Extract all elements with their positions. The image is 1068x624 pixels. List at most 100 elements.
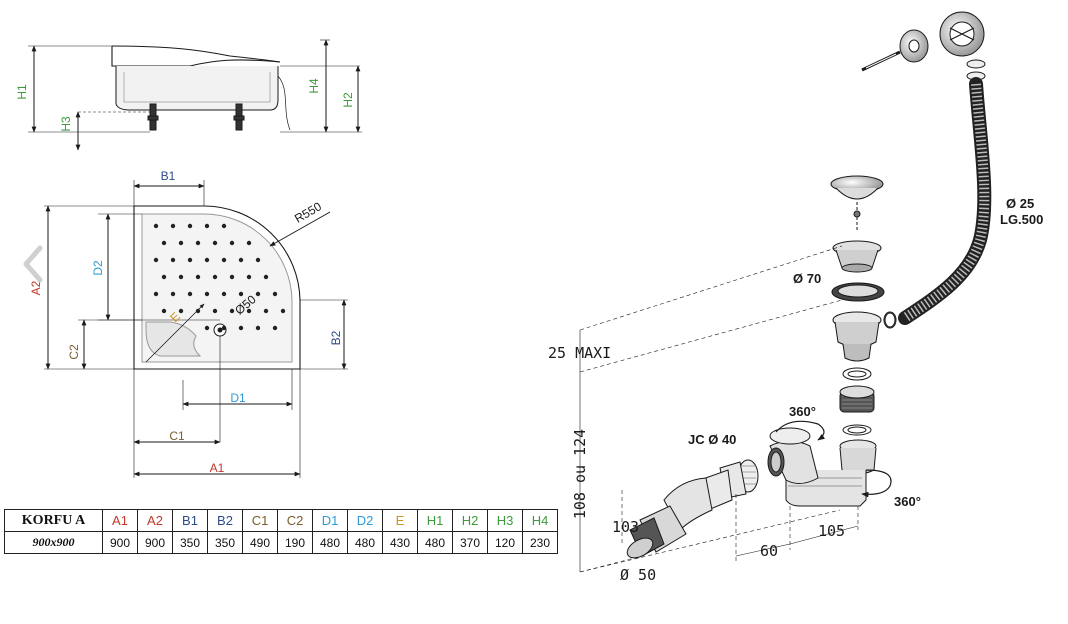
anti-slip-dot [246,308,252,314]
label-rotation-top: 360° [789,404,816,419]
label-c2: C2 [67,344,81,360]
tray-plan-view [44,180,348,478]
table-header-cell: E [382,509,418,532]
model-name: KORFU A [4,509,103,532]
table-header-cell: D2 [347,509,383,532]
table-value-cell: 370 [452,531,488,554]
tray-side-elevation [28,39,362,151]
label-c1: C1 [169,429,185,443]
label-h4: H4 [307,78,321,94]
table-value-cell: 350 [207,531,243,554]
table-header-cell: H3 [487,509,523,532]
anti-slip-dot [255,325,261,331]
table-value-cell: 900 [137,531,173,554]
anti-slip-dot [178,308,184,314]
anti-slip-dot [263,274,269,280]
label-h1: H1 [15,84,29,100]
label-max-thickness: 25 MAXI [548,344,611,362]
table-value-cell: 350 [172,531,208,554]
anti-slip-dot [204,223,210,229]
table-header-cell: H2 [452,509,488,532]
waste-kit-drawing [579,11,992,573]
previous-image-arrow-icon[interactable] [18,244,48,284]
anti-slip-dot [195,308,201,314]
table-header-cell: H1 [417,509,453,532]
label-a1: A1 [210,461,225,475]
label-strainer-diameter: Ø 70 [793,271,821,286]
anti-slip-dot [221,291,227,297]
anti-slip-dot [263,308,269,314]
label-h3: H3 [59,116,73,132]
tray-anti-slip-dots [153,223,286,331]
label-a2: A2 [29,280,43,295]
anti-slip-dot [187,223,193,229]
anti-slip-dot [170,223,176,229]
label-outlet-height: 103 [612,518,639,536]
anti-slip-dot [280,308,286,314]
anti-slip-dot [221,325,227,331]
anti-slip-dot [229,308,235,314]
label-radius: R550 [292,199,324,226]
table-value-cell: 480 [417,531,453,554]
label-height: 108 ou 124 [571,429,589,519]
anti-slip-dot [221,257,227,263]
anti-slip-dot [161,274,167,280]
anti-slip-dot [246,274,252,280]
anti-slip-dot [153,223,159,229]
anti-slip-dot [153,257,159,263]
anti-slip-dot [170,257,176,263]
table-header-cell: A2 [137,509,173,532]
table-value-cell: 230 [522,531,558,554]
anti-slip-dot [212,308,218,314]
anti-slip-dot [229,240,235,246]
anti-slip-dot [204,291,210,297]
label-h2: H2 [341,92,355,108]
anti-slip-dot [178,274,184,280]
label-d1: D1 [230,391,246,405]
table-value-cell: 900 [102,531,138,554]
table-value-cell: 490 [242,531,278,554]
table-header-cell: D1 [312,509,348,532]
anti-slip-dot [178,240,184,246]
table-header-cell: H4 [522,509,558,532]
anti-slip-dot [195,274,201,280]
anti-slip-dot [238,257,244,263]
table-value-cell: 480 [347,531,383,554]
table-header-cell: C2 [277,509,313,532]
label-hose-diameter: Ø 25 [1006,196,1034,211]
anti-slip-dot [153,291,159,297]
label-d2: D2 [91,260,105,276]
label-b1: B1 [161,169,176,183]
table-header-cell: C1 [242,509,278,532]
anti-slip-dot [212,274,218,280]
label-b2: B2 [329,330,343,345]
table-value-cell: 120 [487,531,523,554]
dimension-table: KORFU A A1 A2 B1 B2 C1 C2 D1 D2 E H1 H2 … [4,509,558,554]
anti-slip-dot [255,257,261,263]
model-size: 900x900 [4,531,103,554]
table-header-row: KORFU A A1 A2 B1 B2 C1 C2 D1 D2 E H1 H2 … [4,509,558,532]
table-value-cell: 480 [312,531,348,554]
table-value-cell: 430 [382,531,418,554]
anti-slip-dot [195,240,201,246]
label-hose-length: LG.500 [1000,212,1043,227]
table-value-cell: 190 [277,531,313,554]
table-header-cell: B1 [172,509,208,532]
anti-slip-dot [255,291,261,297]
table-header-cell: A1 [102,509,138,532]
label-outlet-diameter: Ø 50 [620,566,656,584]
label-rotation-right: 360° [894,494,921,509]
anti-slip-dot [238,291,244,297]
anti-slip-dot [272,325,278,331]
anti-slip-dot [204,325,210,331]
anti-slip-dot [204,257,210,263]
table-header-cell: B2 [207,509,243,532]
anti-slip-dot [238,325,244,331]
anti-slip-dot [170,291,176,297]
label-dim-105: 105 [818,522,845,540]
label-joint: JC Ø 40 [688,432,736,447]
anti-slip-dot [212,240,218,246]
anti-slip-dot [187,257,193,263]
anti-slip-dot [246,240,252,246]
